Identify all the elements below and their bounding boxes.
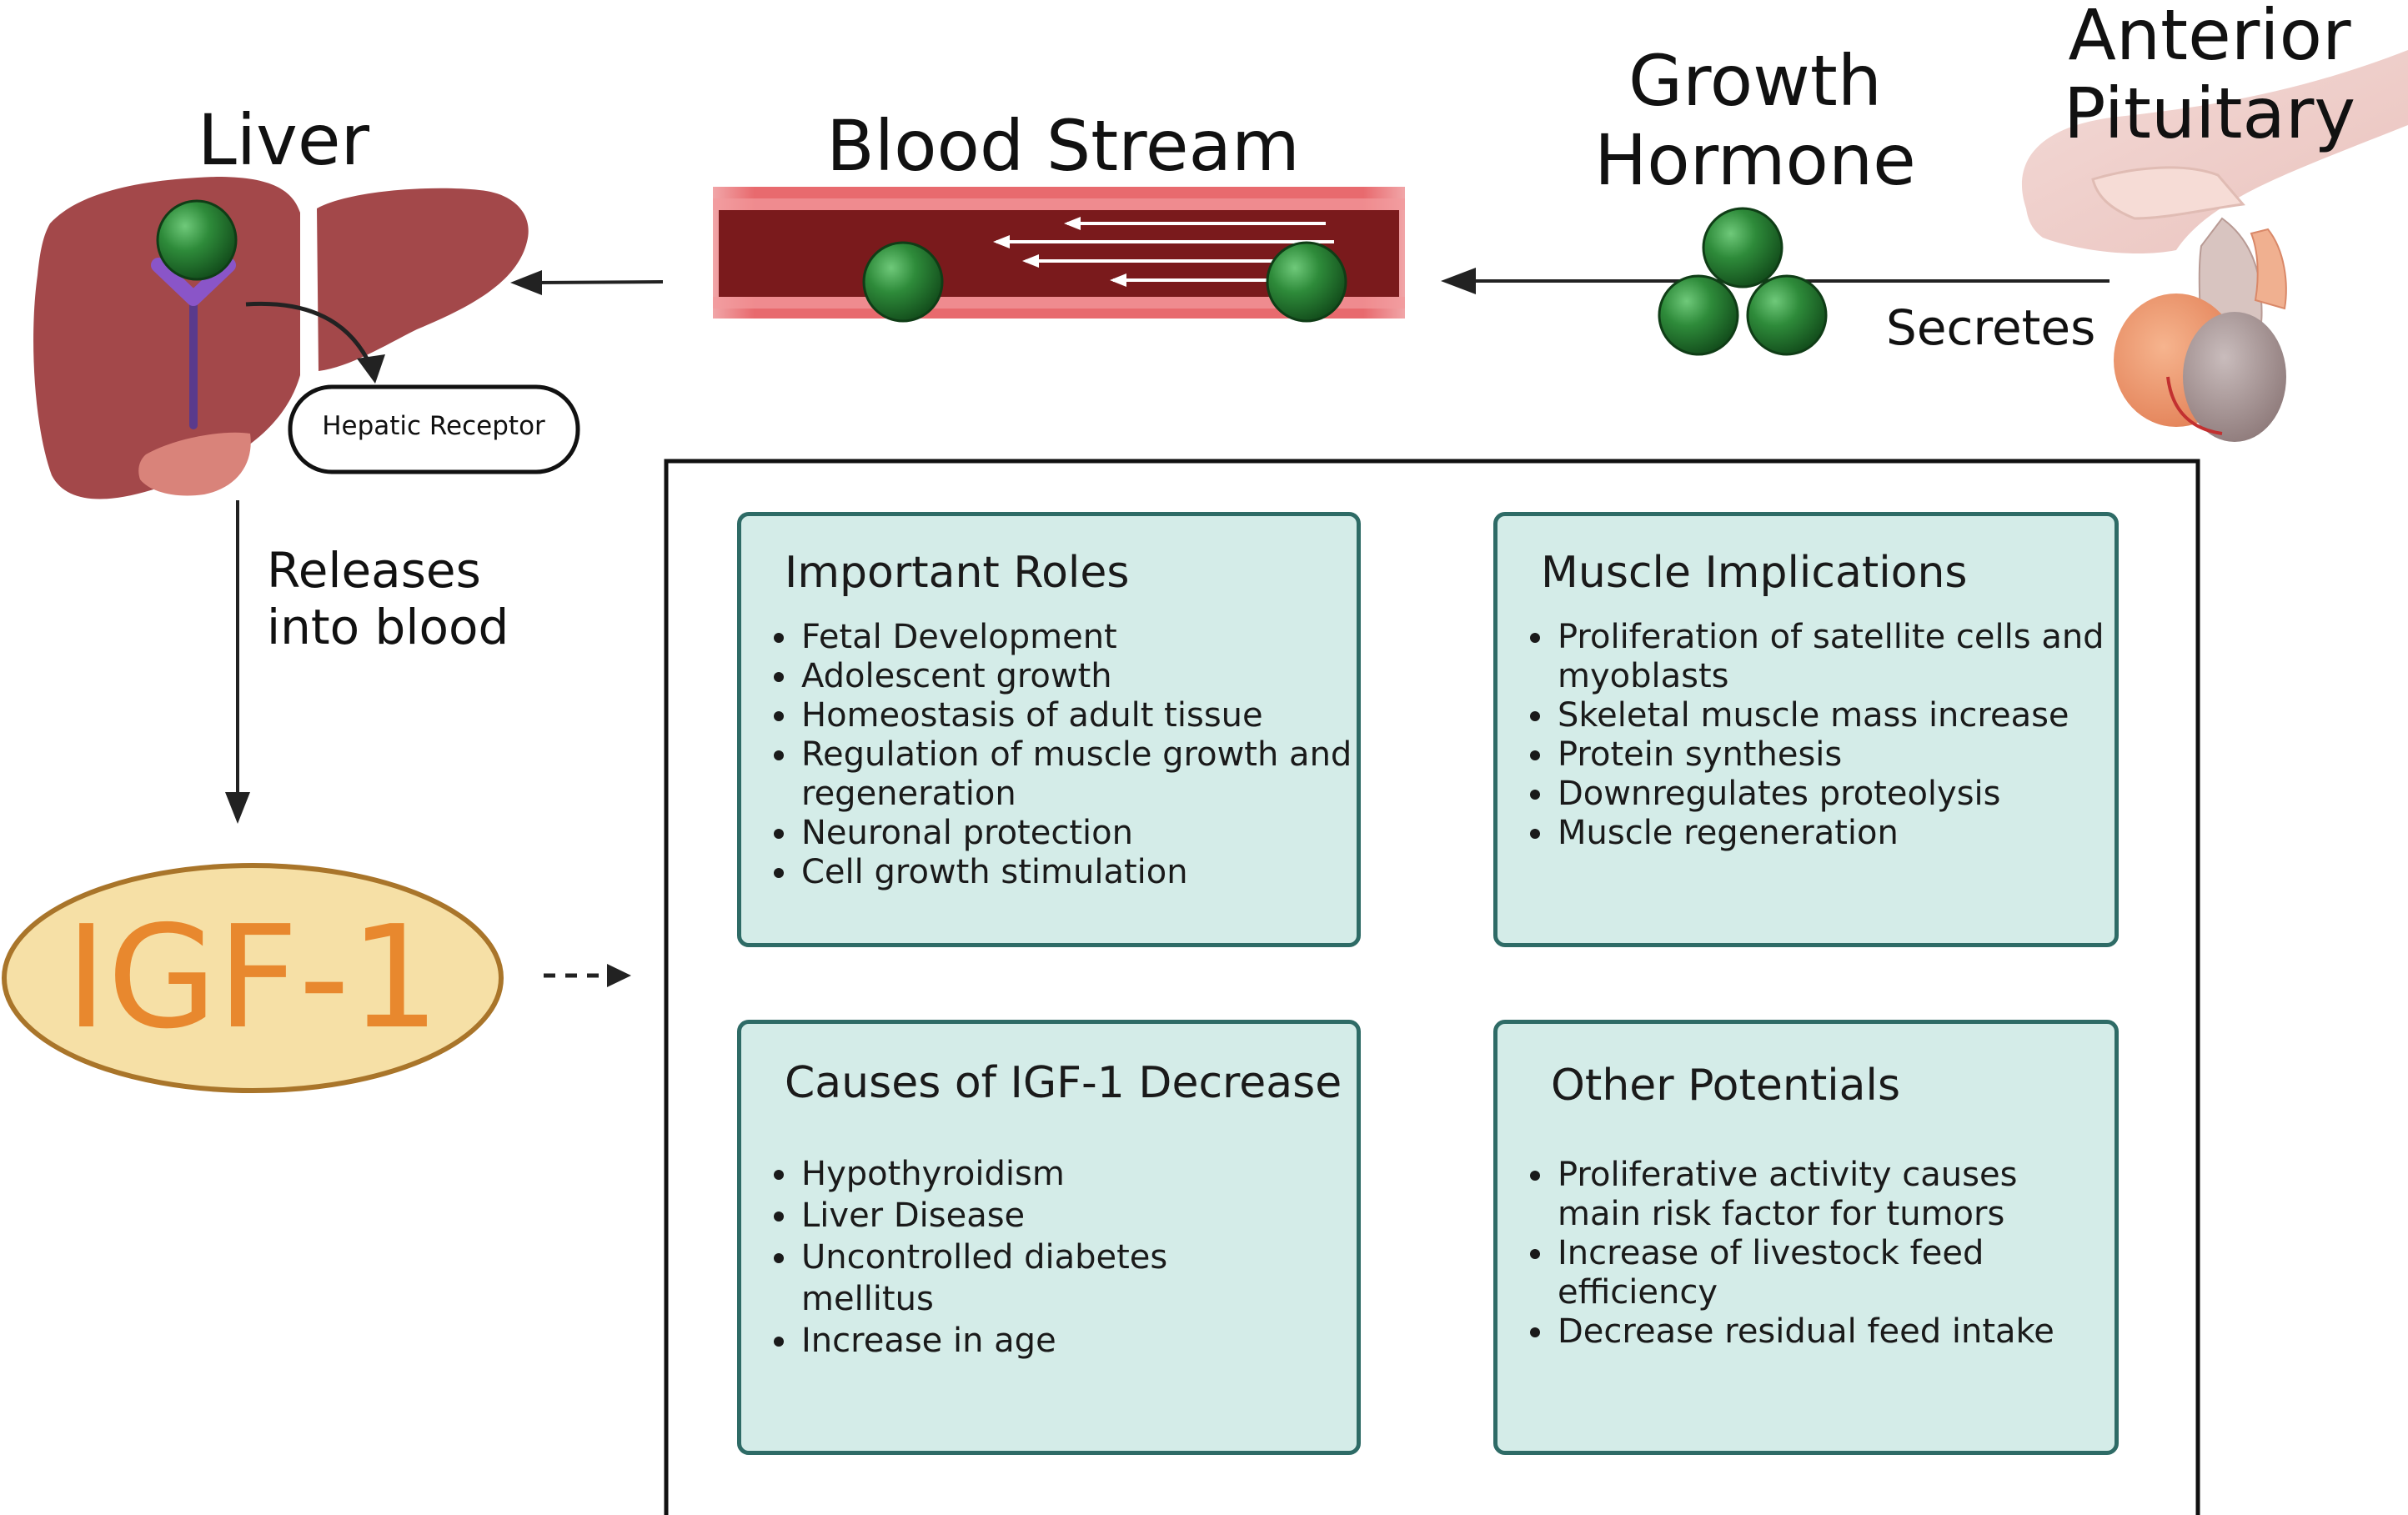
list-causes-of-decrease: Hypothyroidism Liver Disease Uncontrolle… [741, 1153, 1267, 1362]
igf1-label: IGF-1 [65, 895, 440, 1061]
list-muscle-implications: Proliferation of satellite cells and myo… [1497, 618, 2115, 853]
list-other-potentials: Proliferative activity causes main risk … [1497, 1156, 2089, 1352]
releases-label-line1: Releases [267, 542, 481, 599]
arrow-blood-to-liver-head [510, 270, 542, 295]
liver-illustration [33, 177, 529, 499]
secretes-label: Secretes [1886, 299, 2096, 356]
hepatic-receptor-box [288, 384, 580, 474]
list-item: Regulation of muscle growth and regenera… [800, 735, 1383, 814]
list-item: Uncontrolled diabetes mellitus [800, 1237, 1267, 1320]
list-important-roles: Fetal Development Adolescent growth Home… [741, 618, 1383, 892]
list-item: Decrease residual feed intake [1556, 1312, 2089, 1352]
growth-hormone-molecules [1658, 207, 1828, 356]
arrow-blood-to-liver [533, 280, 664, 284]
growth-hormone-label-line2: Hormone [1594, 119, 1916, 201]
card-title-muscle-implications: Muscle Implications [1541, 548, 1968, 598]
blood-vessel-illustration [713, 187, 1405, 323]
list-item: Protein synthesis [1556, 735, 2115, 775]
arrow-pituitary-to-blood-head [1441, 268, 1476, 294]
igf1-ellipse [2, 863, 504, 1093]
card-important-roles: Important Roles Fetal Development Adoles… [737, 512, 1361, 947]
list-item: Hypothyroidism [800, 1153, 1267, 1195]
card-title-other-potentials: Other Potentials [1551, 1061, 1901, 1111]
growth-hormone-label-line1: Growth [1628, 40, 1883, 122]
pituitary-illustration [2021, 50, 2408, 442]
card-muscle-implications: Muscle Implications Proliferation of sat… [1493, 512, 2119, 947]
list-item: Proliferation of satellite cells and myo… [1556, 618, 2115, 696]
list-item: Neuronal protection [800, 814, 1383, 853]
card-other-potentials: Other Potentials Proliferative activity … [1493, 1020, 2119, 1455]
card-causes-of-decrease: Causes of IGF-1 Decrease Hypothyroidism … [737, 1020, 1361, 1455]
list-item: Adolescent growth [800, 657, 1383, 696]
releases-label-line2: into blood [267, 599, 509, 655]
summary-panel-frame [664, 459, 2200, 1515]
dashed-arrow-head [607, 964, 631, 987]
list-item: Cell growth stimulation [800, 853, 1383, 892]
list-item: Increase of livestock feed efficiency [1556, 1234, 2089, 1312]
arrow-liver-to-igf-head [225, 792, 250, 824]
anterior-pituitary-label-line1: Anterior [2068, 0, 2351, 76]
list-item: Skeletal muscle mass increase [1556, 696, 2115, 735]
list-item: Muscle regeneration [1556, 814, 2115, 853]
list-item: Downregulates proteolysis [1556, 775, 2115, 814]
card-title-causes-of-decrease: Causes of IGF-1 Decrease [785, 1058, 1342, 1108]
hepatic-receptor-label: Hepatic Receptor [322, 411, 545, 441]
list-item: Increase in age [800, 1320, 1267, 1362]
card-title-important-roles: Important Roles [785, 548, 1130, 598]
blood-stream-label: Blood Stream [826, 105, 1300, 187]
anterior-pituitary-label-line2: Pituitary [2063, 73, 2356, 154]
list-item: Fetal Development [800, 618, 1383, 657]
liver-label: Liver [197, 99, 370, 181]
list-item: Homeostasis of adult tissue [800, 696, 1383, 735]
list-item: Proliferative activity causes main risk … [1556, 1156, 2089, 1234]
list-item: Liver Disease [800, 1195, 1267, 1237]
